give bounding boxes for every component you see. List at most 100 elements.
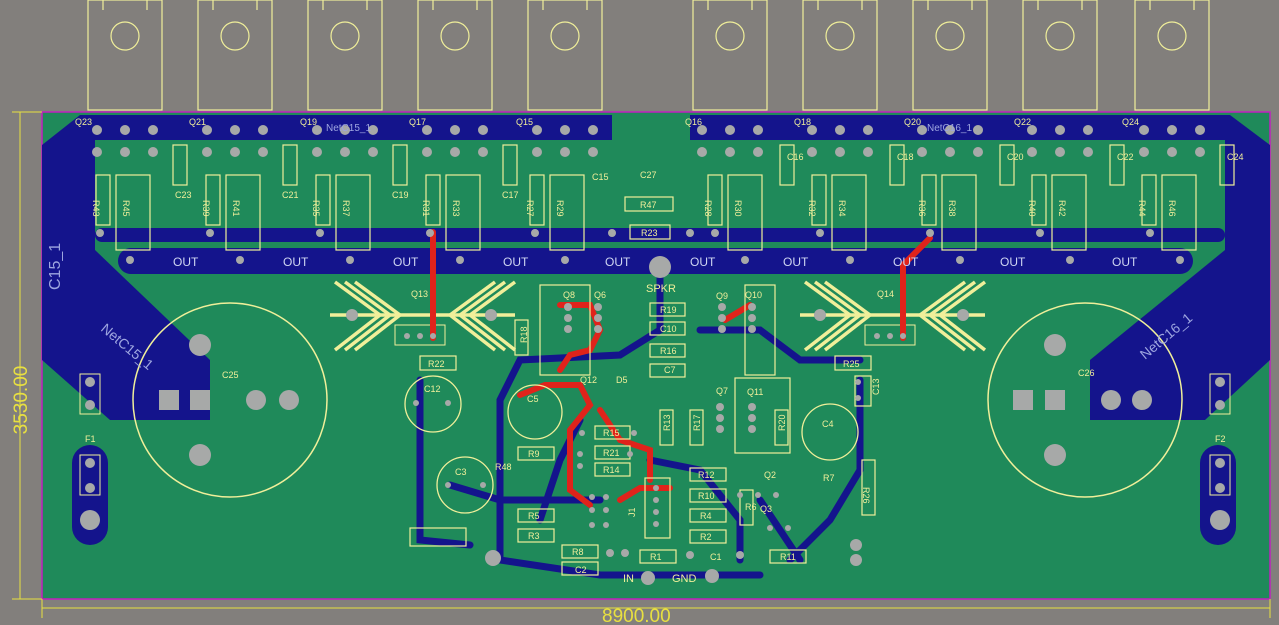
- label-c25: C25: [222, 370, 239, 380]
- pad: [945, 147, 955, 157]
- heatsink-left: [330, 280, 517, 352]
- transistor-pad: [120, 125, 130, 135]
- power-transistor-body: [197, 0, 273, 111]
- label-c12: C12: [424, 384, 441, 394]
- label-r36: R36: [917, 200, 927, 217]
- label-r8: R8: [572, 547, 584, 557]
- transistor-pad: [1139, 125, 1149, 135]
- transistor-pad: [1167, 125, 1177, 135]
- out-label: OUT: [690, 255, 716, 269]
- label-c10: C10: [660, 324, 677, 334]
- power-transistor-body: [417, 0, 493, 111]
- power-transistor-body: [1022, 0, 1098, 111]
- pad: [368, 147, 378, 157]
- label-spkr: SPKR: [646, 283, 676, 295]
- label-r39: R39: [201, 200, 211, 217]
- transistor-pad: [230, 125, 240, 135]
- transistor-pad: [753, 125, 763, 135]
- label-r11: R11: [780, 552, 796, 562]
- out-label: OUT: [893, 255, 919, 269]
- label-c1: C1: [710, 552, 722, 562]
- label-f2: F2: [1215, 434, 1226, 444]
- pad: [230, 147, 240, 157]
- out-label: OUT: [503, 255, 529, 269]
- label-c15: C15: [592, 172, 609, 182]
- label-c18: C18: [897, 152, 914, 162]
- transistor-pad: [532, 125, 542, 135]
- label-r26: R26: [861, 487, 871, 504]
- pad: [1055, 147, 1065, 157]
- net-label-top-right: NetC16_1: [927, 123, 972, 134]
- power-transistor-body: [527, 0, 603, 111]
- label-r25: R25: [843, 359, 860, 369]
- label-r19: R19: [660, 305, 677, 315]
- label-r41: R41: [231, 200, 241, 217]
- label-r44: R44: [1137, 200, 1147, 217]
- label-r32: R32: [807, 200, 817, 217]
- label-c3: C3: [455, 467, 467, 477]
- label-r12: R12: [698, 470, 715, 480]
- transistor-pad: [697, 125, 707, 135]
- label-r22: R22: [428, 359, 445, 369]
- power-transistor-body: [912, 0, 988, 111]
- label-f1: F1: [85, 434, 96, 444]
- label-c22: C22: [1117, 152, 1134, 162]
- transistor-pad: [148, 125, 158, 135]
- transistor-pad: [863, 125, 873, 135]
- pad: [560, 147, 570, 157]
- label-c13: C13: [871, 378, 881, 395]
- pad: [1167, 147, 1177, 157]
- mounting-hole: [550, 21, 580, 51]
- pad: [697, 147, 707, 157]
- pad: [422, 147, 432, 157]
- out-label: OUT: [393, 255, 419, 269]
- label-r10: R10: [698, 491, 715, 501]
- label-r23: R23: [641, 228, 658, 238]
- label-r40: R40: [1027, 200, 1037, 217]
- label-r42: R42: [1057, 200, 1067, 217]
- pad: [92, 147, 102, 157]
- label-r45: R45: [121, 200, 131, 217]
- mounting-hole: [110, 21, 140, 51]
- transistor-pad: [725, 125, 735, 135]
- label-r16: R16: [660, 346, 677, 356]
- label-c16: C16: [787, 152, 804, 162]
- label-r33: R33: [451, 200, 461, 217]
- pad: [450, 147, 460, 157]
- label-r48: R48: [495, 462, 512, 472]
- label-d5: D5: [616, 375, 628, 385]
- pad: [148, 147, 158, 157]
- pad: [807, 147, 817, 157]
- transistor-pad: [478, 125, 488, 135]
- pad: [258, 147, 268, 157]
- transistor-pad: [917, 125, 927, 135]
- label-r17: R17: [692, 414, 702, 431]
- power-transistor-body: [1134, 0, 1210, 111]
- label-c26: C26: [1078, 368, 1095, 378]
- label-q23: Q23: [75, 117, 92, 127]
- label-r2: R2: [700, 532, 712, 542]
- pad: [312, 147, 322, 157]
- label-c24: C24: [1227, 152, 1244, 162]
- label-r5: R5: [528, 511, 540, 521]
- power-transistor-row: [87, 0, 1210, 111]
- pad: [340, 147, 350, 157]
- power-transistor-body: [692, 0, 768, 111]
- transistor-pad: [973, 125, 983, 135]
- label-q17: Q17: [409, 117, 426, 127]
- mounting-hole: [1157, 21, 1187, 51]
- mounting-hole: [330, 21, 360, 51]
- label-c27: C27: [640, 170, 657, 180]
- label-r9: R9: [528, 449, 540, 459]
- label-j1: J1: [627, 507, 637, 517]
- label-c19: C19: [392, 190, 409, 200]
- transistor-pad: [1027, 125, 1037, 135]
- transistor-pad: [92, 125, 102, 135]
- transistor-pad: [202, 125, 212, 135]
- dimension-height: 3530.00: [11, 366, 32, 435]
- transistor-pad: [1083, 125, 1093, 135]
- pad: [1139, 147, 1149, 157]
- label-c5: C5: [527, 394, 539, 404]
- label-c4: C4: [822, 419, 834, 429]
- label-r7: R7: [823, 473, 835, 483]
